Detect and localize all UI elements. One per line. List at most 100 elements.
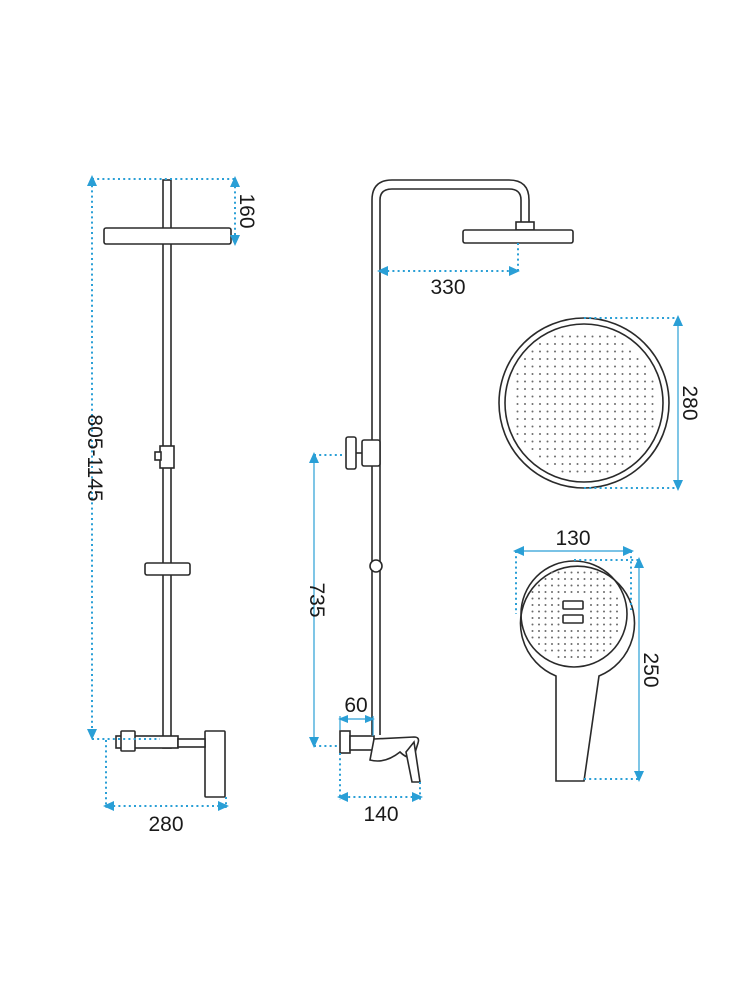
nozzle-dot [561, 418, 564, 420]
nozzle-dot [557, 584, 560, 587]
head-dim-arrow-top [673, 315, 683, 326]
nozzle-dot [539, 425, 541, 428]
nozzle-dot [596, 617, 599, 619]
nozzle-dot [584, 455, 586, 458]
side-reach-arrow-left [377, 266, 388, 276]
head-dimensions: 280 [584, 315, 701, 491]
nozzle-dot [599, 440, 601, 443]
nozzle-dot [569, 425, 571, 428]
side-slider-knob [369, 559, 383, 573]
nozzle-dot [629, 425, 631, 428]
side-offset-arrow-left [338, 715, 348, 723]
nozzle-dot [629, 410, 631, 413]
nozzle-dot [554, 380, 556, 383]
hand-shower-button-bottom [562, 614, 584, 624]
nozzle-dot [616, 630, 618, 632]
nozzle-dot [629, 455, 631, 458]
nozzle-dot [636, 440, 639, 443]
nozzle-dot [546, 365, 549, 368]
nozzle-dot [609, 591, 612, 593]
nozzle-dot [644, 380, 646, 383]
nozzle-dot [569, 388, 571, 390]
nozzle-dot [554, 373, 556, 375]
nozzle-dot [584, 463, 586, 465]
nozzle-dot [531, 365, 534, 368]
nozzle-dot [583, 591, 586, 593]
nozzle-dot [606, 470, 609, 473]
nozzle-dot [544, 636, 547, 639]
nozzle-dot [583, 578, 586, 580]
nozzle-dot [531, 433, 534, 435]
nozzle-dot [614, 373, 616, 375]
nozzle-dot [583, 571, 586, 574]
nozzle-dot [577, 571, 579, 574]
nozzle-dot [577, 636, 579, 639]
nozzle-dot [554, 410, 556, 413]
hand-length-label: 250 [639, 652, 662, 687]
hand-shower-nozzles [531, 571, 618, 658]
nozzle-dot [569, 343, 571, 345]
nozzle-dot [606, 388, 609, 390]
nozzle-dot [546, 463, 549, 465]
nozzle-dot [546, 343, 549, 345]
nozzle-dot [576, 373, 579, 375]
nozzle-dot [551, 617, 553, 619]
nozzle-dot [538, 584, 540, 587]
nozzle-dot [524, 395, 526, 398]
nozzle-dot [596, 604, 599, 606]
nozzle-dot [614, 395, 616, 398]
nozzle-dot [554, 433, 556, 435]
nozzle-dot [557, 610, 560, 613]
nozzle-dot [516, 403, 519, 405]
nozzle-dot [583, 636, 586, 639]
nozzle-dot [606, 448, 609, 450]
nozzle-dot [651, 403, 654, 405]
nozzle-dot [531, 448, 534, 450]
nozzle-dot [551, 584, 553, 587]
side-outlet-label: 735 [305, 582, 328, 617]
nozzle-dot [554, 463, 556, 465]
nozzle-dot [591, 463, 594, 465]
nozzle-dot [591, 470, 594, 473]
nozzle-dot [591, 455, 594, 458]
nozzle-dot [629, 418, 631, 420]
side-outlet-arrow-bottom [309, 737, 319, 748]
nozzle-dot [599, 335, 601, 338]
nozzle-dot [584, 373, 586, 375]
nozzle-dot [591, 365, 594, 368]
nozzle-dot [544, 630, 547, 632]
nozzle-dot [591, 335, 594, 338]
nozzle-dot [614, 425, 616, 428]
nozzle-dot [570, 630, 573, 632]
nozzle-dot [524, 433, 526, 435]
nozzle-dot [591, 418, 594, 420]
nozzle-dot [554, 365, 556, 368]
nozzle-dot [599, 380, 601, 383]
nozzle-dot [577, 578, 579, 580]
nozzle-dot [524, 440, 526, 443]
nozzle-dot [651, 388, 654, 390]
nozzle-dot [603, 597, 605, 600]
nozzle-dot [564, 636, 566, 639]
nozzle-dot [531, 350, 534, 353]
nozzle-dot [554, 418, 556, 420]
nozzle-dot [614, 410, 616, 413]
nozzle-dot [524, 418, 526, 420]
side-diverter-knob [345, 436, 357, 470]
nozzle-dot [576, 388, 579, 390]
nozzle-dot [591, 395, 594, 398]
front-width-arrow-left [103, 801, 114, 811]
nozzle-dot [577, 630, 579, 632]
nozzle-dot [569, 448, 571, 450]
nozzle-dot [557, 571, 560, 574]
nozzle-dot [554, 343, 556, 345]
nozzle-dot [570, 636, 573, 639]
side-reach-label: 330 [430, 276, 465, 299]
nozzle-dot [516, 380, 519, 383]
nozzle-dot [621, 418, 624, 420]
nozzle-dot [561, 395, 564, 398]
nozzle-dot [531, 395, 534, 398]
nozzle-dot [596, 591, 599, 593]
nozzle-dot [614, 418, 616, 420]
nozzle-dot [621, 410, 624, 413]
